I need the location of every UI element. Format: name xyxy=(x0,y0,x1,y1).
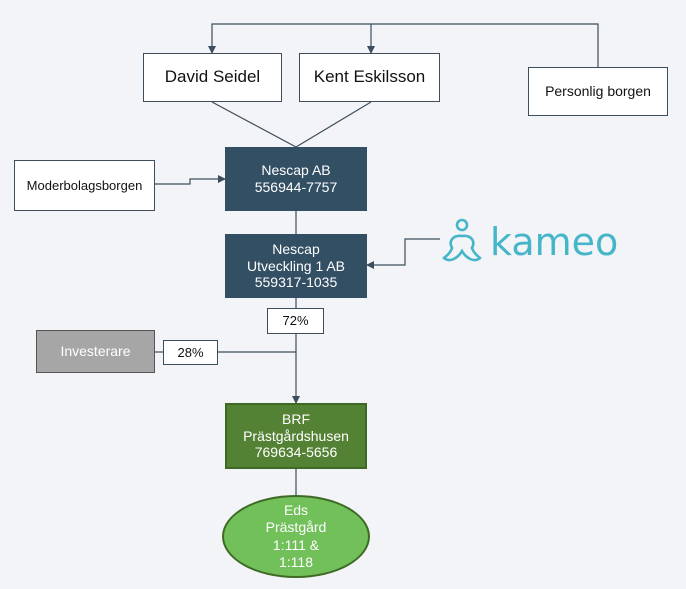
owner-box-kent-eskilsson: Kent Eskilsson xyxy=(299,53,440,102)
ownership-value: 28% xyxy=(177,344,204,360)
parent-guarantee-box: Moderbolagsborgen xyxy=(14,160,155,211)
ownership-value: 72% xyxy=(282,313,309,329)
company-orgnr: 559317-1035 xyxy=(254,274,338,291)
company-box-nescap-utveckling: Nescap Utveckling 1 AB 559317-1035 xyxy=(225,234,367,298)
guarantee-line xyxy=(208,23,599,67)
company-box-brf: BRF Prästgårdshusen 769634-5656 xyxy=(225,403,367,469)
kameo-logo: kameo xyxy=(442,218,618,264)
company-name-line-2: Utveckling 1 AB xyxy=(246,257,346,274)
owner-label: Kent Eskilsson xyxy=(313,67,426,87)
brf-line-1: BRF xyxy=(282,410,310,427)
property-ellipse: Eds Prästgård 1:111 & 1:118 xyxy=(222,495,370,578)
company-orgnr: 556944-7757 xyxy=(254,179,338,195)
property-line-3: 1:111 & xyxy=(272,536,320,553)
ownership-badge-28: 28% xyxy=(163,340,218,365)
ownership-badge-72: 72% xyxy=(267,308,324,334)
investor-label: Investerare xyxy=(60,343,131,360)
owner-line-david xyxy=(211,101,297,148)
kameo-logo-icon xyxy=(442,218,482,262)
company-name: Nescap AB xyxy=(261,162,331,179)
owner-box-david-seidel: David Seidel xyxy=(143,53,282,102)
property-line-1: Eds xyxy=(283,501,309,518)
brf-orgnr: 769634-5656 xyxy=(254,444,338,461)
company-name-line-1: Nescap xyxy=(272,240,320,257)
personal-guarantee-box: Personlig borgen xyxy=(528,67,668,116)
guarantee-label: Moderbolagsborgen xyxy=(26,177,143,193)
property-line-4: 1:118 xyxy=(279,554,313,570)
parent-guarantee-line xyxy=(155,175,226,185)
owner-line-kent xyxy=(295,101,372,148)
company-box-nescap-ab: Nescap AB 556944-7757 xyxy=(225,147,367,211)
kameo-logo-text: kameo xyxy=(490,220,618,264)
brf-line-2: Prästgårdshusen xyxy=(243,427,349,444)
guarantee-label: Personlig borgen xyxy=(545,83,651,100)
property-line-2: Prästgård xyxy=(265,519,327,535)
kameo-line xyxy=(366,238,440,269)
investor-box: Investerare xyxy=(36,330,155,373)
owner-label: David Seidel xyxy=(164,67,261,87)
